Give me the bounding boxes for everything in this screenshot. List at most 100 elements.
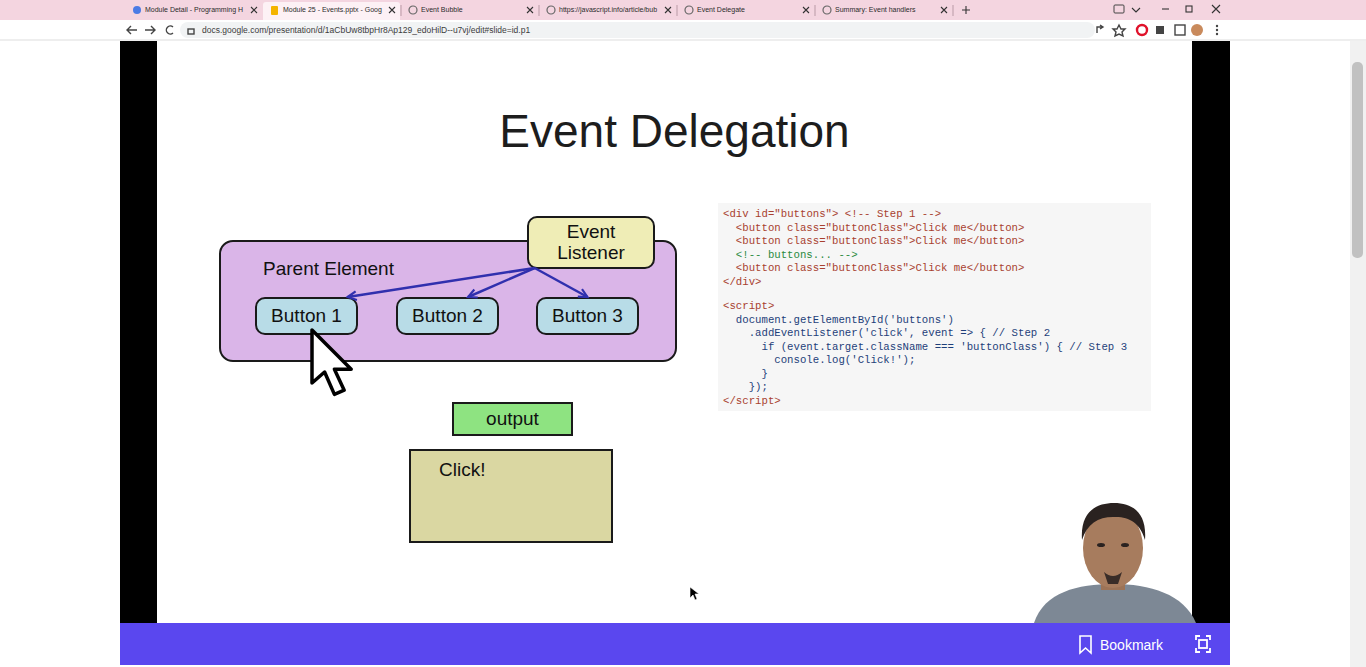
tab-divider [401,5,402,16]
output-header-box: output [452,402,573,436]
active-tab [263,2,400,20]
favicon [133,6,141,14]
presenter-beard [1104,572,1122,584]
tab-title: Event Delegate [697,5,745,15]
code-line: if (event.target.className === 'buttonCl… [723,340,1127,354]
favicon [823,6,831,14]
connector-arrow [348,268,535,297]
close-icon [251,7,257,13]
node-label: Button 1 [271,306,342,327]
code-line: <!-- buttons... --> [723,248,858,262]
menu-dot [1216,29,1218,31]
code-line: </div> [723,275,761,289]
menu-dot [1216,33,1218,35]
url-text: docs.google.com/presentation/d/1aCbUw8tb… [202,25,530,35]
fullscreen-center [1199,640,1207,648]
mouse-pointer [690,587,699,600]
favicon [409,6,417,14]
code-line: <button class="buttonClass">Click me</bu… [723,221,1024,235]
close-icon [803,7,809,13]
tab-strip [0,0,1366,20]
node-label: Parent Element [263,259,394,280]
code-line: <button class="buttonClass">Click me</bu… [723,261,1024,275]
lock-icon [188,29,194,34]
close-icon [527,7,533,13]
tab-title: Summary: Event handlers [835,5,916,15]
node-label: Click! [439,460,485,481]
code-line: <button class="buttonClass">Click me</bu… [723,234,1024,248]
window-close-icon [1212,5,1220,13]
code-line: document.getElementById('buttons') [723,313,954,327]
presenter-eye [1097,543,1105,547]
address-bar [180,22,1095,38]
bookmark-icon [1080,636,1091,653]
tab-divider [677,5,678,16]
favicon [271,6,278,15]
extensions-icon [1156,26,1164,34]
slide-title: Event Delegation [157,103,1192,159]
close-icon [665,7,671,13]
nav-icons [127,25,1185,36]
tab-divider [953,5,954,16]
back-icon [127,26,137,34]
tab-close-icons [251,5,1220,14]
toolbar [0,20,1366,40]
sidebar-icon [1175,25,1185,35]
scrollbar-track [1350,41,1366,667]
connector-arrow [535,268,588,297]
code-line: </script> [723,394,781,408]
console-output-box: Click! [409,449,613,543]
fullscreen-icon [1196,636,1210,652]
connector-arrow [468,268,535,297]
node-label: Button 3 [552,306,623,327]
code-line: <script> [723,299,774,313]
favicon [547,6,555,14]
tab-divider [539,5,540,16]
slide [157,41,1192,623]
code-line: console.log('Click!'); [723,353,915,367]
button-box: Button 3 [536,297,639,335]
tab-divider [815,5,816,16]
mouse-cursor [312,330,351,394]
forward-icon [145,26,155,34]
tab-title: Event Bubble [421,5,463,15]
player-bar [120,623,1230,665]
media-icon [1114,5,1124,13]
menu-dot [1216,25,1218,27]
reload-icon [166,26,173,34]
code-line: <div id="buttons"> <!-- Step 1 --> [723,207,941,221]
tab-title: Module Detail - Programming H [145,5,243,15]
avatar-icon [1191,24,1203,36]
new-tab-icon [962,6,970,14]
code-panel [718,203,1151,411]
star-icon [1113,25,1125,36]
node-label: Button 2 [412,306,483,327]
presenter-hair [1082,503,1145,540]
code-line: }); [723,380,768,394]
scrollbar-thumb [1352,62,1363,258]
share-icon [1097,25,1103,33]
minimize-icon [1162,8,1169,9]
code-line: .addEventListener('click', event => { //… [723,326,1050,340]
button-box: Button 2 [396,297,499,335]
toolbar-border [0,40,1366,41]
favicon [685,6,693,14]
node-label: output [486,409,539,430]
tab-title: https://javascript.info/article/bub [559,5,657,15]
presenter-eye [1121,543,1129,547]
webcam-presenter [1034,503,1196,623]
tab-search-icon [1132,8,1140,12]
fullscreen-corners [1196,636,1210,652]
bookmark-button-label: Bookmark [1100,636,1163,654]
close-icon [389,7,395,13]
node-label: Event Listener [543,222,639,264]
code-line: } [723,367,768,381]
button-box: Button 1 [255,297,358,335]
restore-icon [1186,6,1192,12]
close-icon [941,7,947,13]
event-listener-box: Event Listener [527,216,655,269]
tab-title: Module 25 - Events.pptx - Goog [283,5,382,15]
